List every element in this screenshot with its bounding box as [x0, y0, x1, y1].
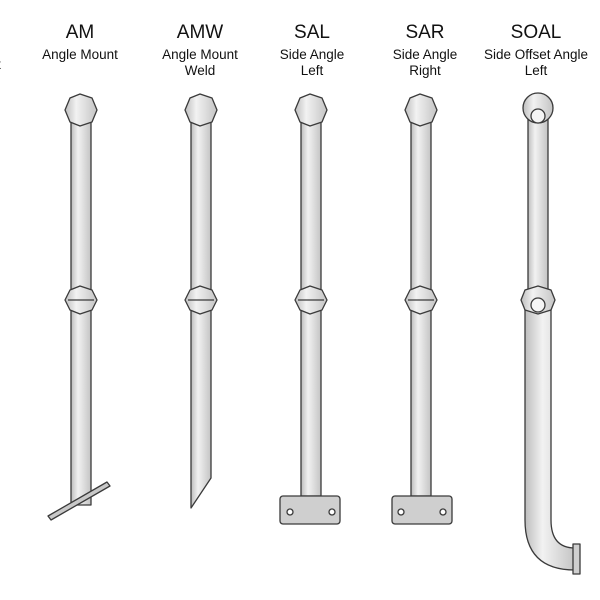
post-label-am: AM Angle Mount	[20, 0, 140, 600]
soal-lower-tube-bend	[524, 309, 576, 571]
soal-post-drawing	[520, 92, 581, 575]
post-code: AM	[65, 22, 95, 43]
sal-plate-hole-left	[286, 508, 294, 516]
post-description-line1: Side Angle	[392, 47, 458, 62]
sar-plate-hole-right	[439, 508, 447, 516]
post-description: Angle Mount Weld	[140, 47, 260, 79]
amw-upper-tube	[190, 119, 212, 301]
post-label-amw: AMW Angle Mount Weld	[140, 0, 260, 600]
post-description-line1: Angle Mount	[162, 47, 238, 62]
post-code: SAR	[405, 22, 445, 43]
am-angle-base-plate	[47, 481, 111, 521]
sar-top-fitting	[404, 93, 438, 127]
sar-lower-tube	[410, 299, 432, 497]
am-upper-tube	[70, 119, 92, 301]
post-description: Side Angle Right	[365, 47, 485, 79]
sal-upper-tube	[300, 119, 322, 301]
amw-lower-tube-angled	[190, 299, 212, 509]
am-post-drawing	[47, 93, 111, 521]
am-top-fitting	[64, 93, 98, 127]
sar-plate-hole-left	[397, 508, 405, 516]
sal-lower-tube	[300, 299, 322, 497]
post-description-line1: Side Angle	[279, 47, 345, 62]
post-code: SAL	[294, 22, 330, 43]
amw-top-fitting	[184, 93, 218, 127]
post-label-soal: SOAL Side Offset Angle Left	[476, 0, 596, 600]
post-description: Side Offset Angle Left	[476, 47, 596, 79]
sar-upper-tube	[410, 119, 432, 301]
post-code: AMW	[176, 22, 224, 43]
post-label-sar: SAR Side Angle Right	[365, 0, 485, 600]
sal-plate-hole-right	[328, 508, 336, 516]
post-description: Side Angle Left	[252, 47, 372, 79]
soal-top-fitting-hole	[530, 108, 546, 124]
post-description-line2: Left	[300, 63, 324, 78]
sal-post-drawing	[279, 93, 341, 525]
soal-upper-tube	[527, 115, 549, 297]
post-description-line2: Weld	[184, 63, 216, 78]
sar-side-plate	[391, 495, 453, 525]
cutoff-text-fragment: t	[0, 57, 1, 72]
sal-top-fitting	[294, 93, 328, 127]
post-description-line1: Side Offset Angle	[483, 47, 589, 62]
sal-side-plate	[279, 495, 341, 525]
am-lower-tube	[70, 299, 92, 506]
post-description-line1: Angle Mount	[42, 47, 118, 62]
soal-end-flange	[572, 543, 581, 575]
post-description-line2: Right	[409, 63, 441, 78]
post-description: Angle Mount	[20, 47, 140, 63]
sar-post-drawing	[391, 93, 453, 525]
soal-mid-fitting-hole	[530, 297, 546, 313]
post-label-sal: SAL Side Angle Left	[252, 0, 372, 600]
post-code: SOAL	[510, 22, 562, 43]
post-description-line2: Left	[524, 63, 548, 78]
amw-post-drawing	[184, 93, 218, 509]
